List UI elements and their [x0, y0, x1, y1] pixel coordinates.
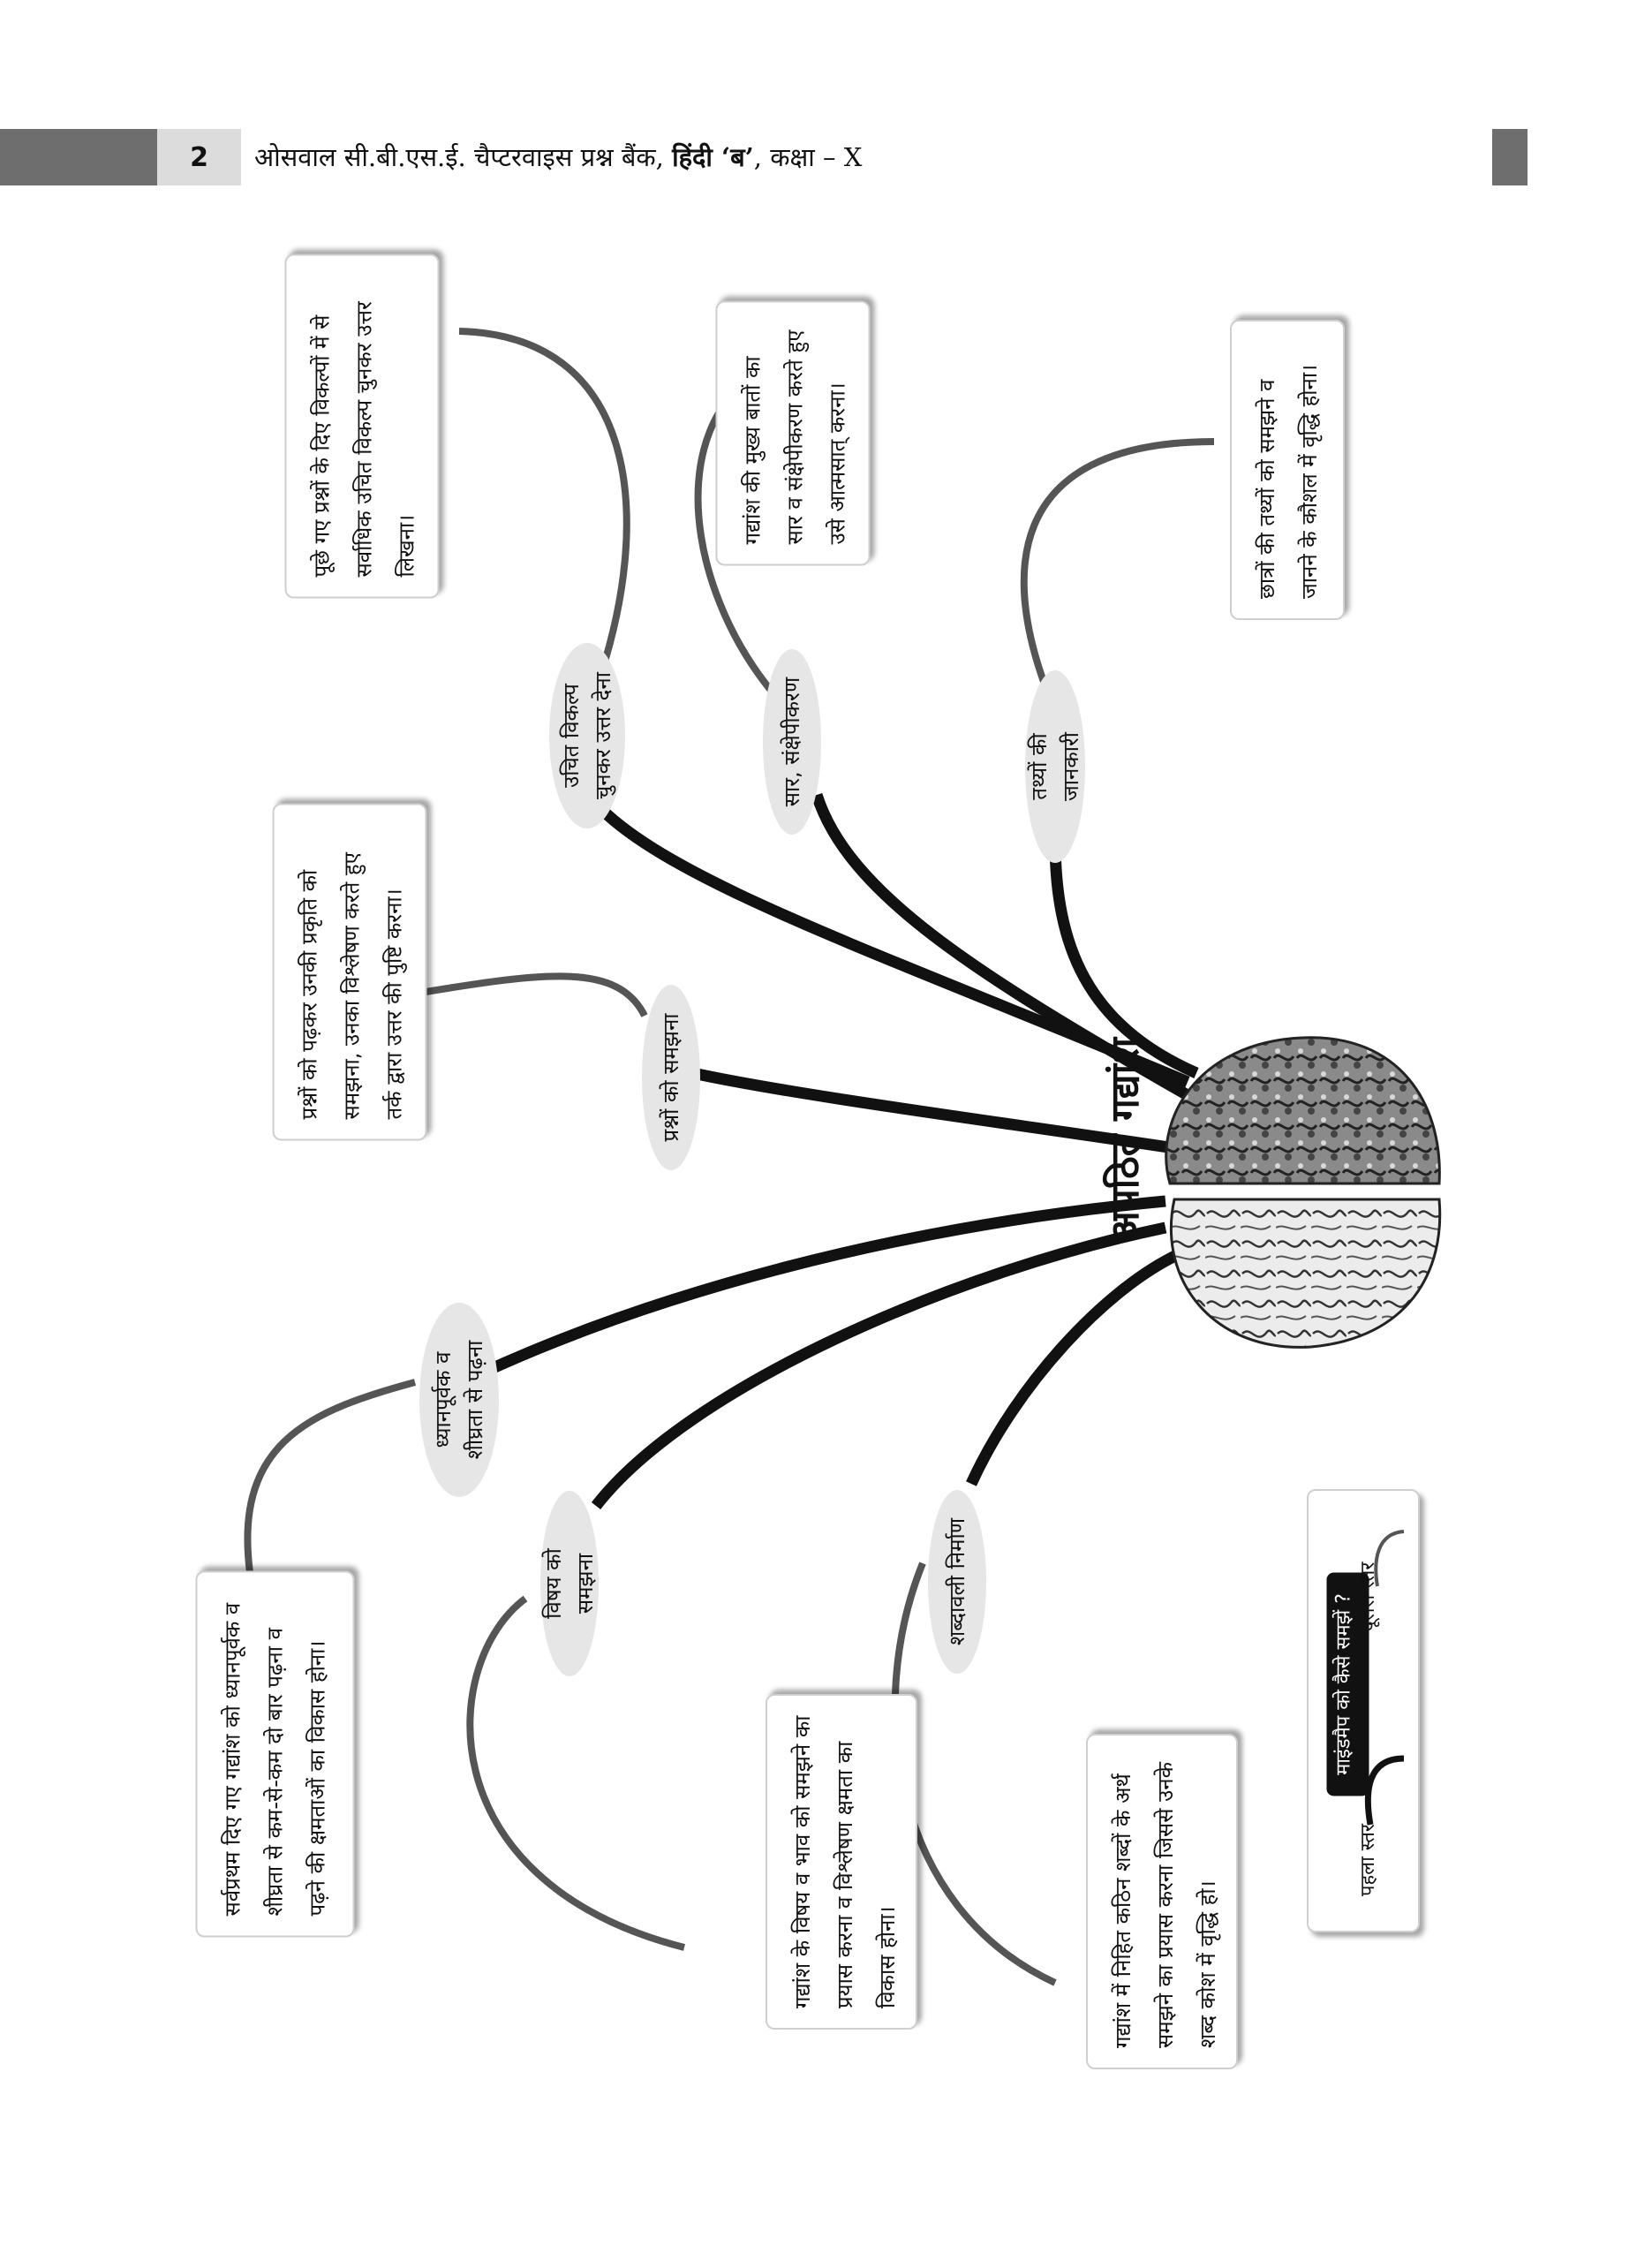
arc-branch-4	[414, 972, 648, 1017]
branch-description-1: पूछे गए प्रश्नों के दिए विकल्पों में से …	[284, 253, 440, 599]
arc-branch-1	[458, 328, 630, 677]
branch-label-4: प्रश्नों को समझना	[642, 985, 700, 1170]
connector-branch-2	[811, 793, 1191, 1100]
header-bar-right	[1492, 129, 1528, 185]
connector-branch-4	[691, 1067, 1175, 1154]
legend-arc-first-level	[1364, 1755, 1405, 1826]
header-bar-left	[0, 129, 157, 185]
page-header-title: ओसवाल सी.बी.एस.ई. चैप्टरवाइस प्रश्न बैंक…	[254, 132, 862, 182]
branch-label-5: ध्यानपूर्वक व शीघ्रता से पढ़ना	[419, 1303, 499, 1497]
branch-description-4: प्रश्नों को पढ़कर उनकी प्रकृति को समझना,…	[272, 803, 427, 1141]
arc-branch-5	[244, 1379, 417, 1608]
branch-label-1: उचित विकल्प चुनकर उत्तर देना	[549, 643, 625, 828]
legend-arcs	[1364, 1530, 1405, 1826]
brain-hemisphere-bottom	[1169, 1198, 1442, 1349]
connector-branch-7	[966, 1249, 1181, 1486]
arc-branch-6	[466, 1595, 685, 1951]
branch-label-2: सार, संक्षेपीकरण	[763, 649, 821, 835]
branch-description-6: गद्यांश के विषय व भाव को समझने का प्रयास…	[766, 1694, 917, 2030]
center-label: अपठित गद्यांश	[1103, 1038, 1148, 1241]
connector-branch-1	[592, 799, 1190, 1087]
branch-description-3: छात्रों की तथ्यों को समझने व जानने के कौ…	[1230, 320, 1345, 620]
connector-branch-5	[479, 1195, 1166, 1379]
branch-label-6: विषय को समझना	[540, 1491, 599, 1676]
connector-branch-6	[591, 1221, 1167, 1509]
brain-illustration	[1165, 1036, 1442, 1349]
brain-hemisphere-top	[1165, 1036, 1441, 1185]
header-title-prefix: ओसवाल सी.बी.एस.ई. चैप्टरवाइस प्रश्न बैंक…	[254, 142, 673, 172]
arc-branch-3	[1020, 438, 1215, 691]
branch-label-3: तथ्यों की जानकारी	[1025, 670, 1085, 863]
branch-description-2: गद्यांश की मुख्य बातों का सार व संक्षेपी…	[715, 300, 871, 566]
header-title-suffix: , कक्षा – X	[753, 142, 863, 172]
header-title-bold: हिंदी ‘ब’	[672, 142, 754, 172]
legend-arc-second-level	[1374, 1530, 1405, 1587]
page-number: 2	[157, 129, 241, 185]
branch-description-5: सर्वप्रथम दिए गए गद्यांश को ध्यानपूर्वक …	[195, 1570, 355, 1938]
connector-branch-3	[1049, 838, 1199, 1078]
branch-label-7: शब्दावली निर्माण	[928, 1490, 986, 1674]
branch-description-7: गद्यांश में निहित कठिन शब्दों के अर्थ सम…	[1086, 1734, 1238, 2069]
